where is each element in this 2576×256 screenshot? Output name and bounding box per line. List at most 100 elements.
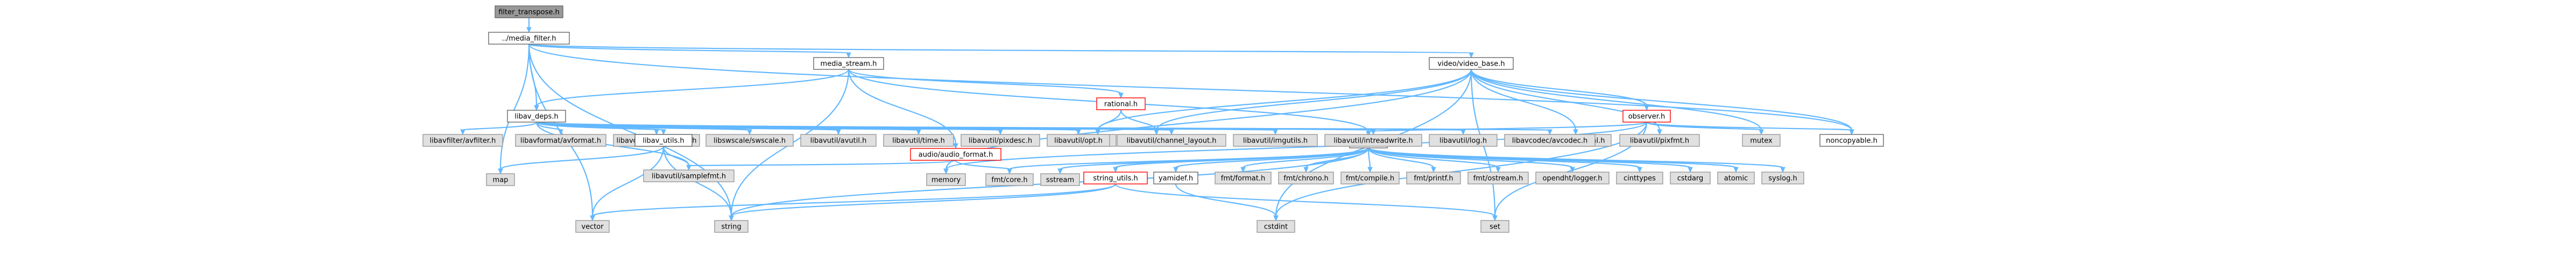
node-label: audio/audio_format.h — [919, 151, 993, 159]
node-label: libavutil/pixdesc.h — [969, 137, 1032, 145]
node-box — [1278, 172, 1334, 184]
node-libav-deps[interactable]: libav_deps.h — [507, 110, 566, 123]
node-box — [1670, 172, 1711, 184]
node-label: libavutil/log.h — [1439, 137, 1487, 145]
node-filter-transpose[interactable]: filter_transpose.h — [495, 5, 563, 18]
edge-video_base-to-mutex — [1470, 69, 1764, 136]
node-box — [1340, 172, 1400, 184]
node-intreadwrite: libavutil/intreadwrite.h — [1324, 134, 1422, 147]
node-noncopyable[interactable]: noncopyable.h — [1819, 134, 1884, 147]
node-label: libavcodec/avcodec.h — [1512, 137, 1588, 145]
edge-logger-to-cstdarg — [1367, 147, 1693, 173]
edge-logger-to-opendht_logger — [1367, 147, 1575, 173]
edge-observer-to-noncopyable — [1646, 121, 1854, 136]
edge-media_stream-to-libav_deps — [534, 69, 850, 111]
edge-logger-to-yamidef — [1173, 147, 1370, 173]
node-label: libswscale/swscale.h — [714, 137, 786, 145]
node-fmt-compile: fmt/compile.h — [1340, 172, 1400, 184]
node-box — [1233, 134, 1318, 147]
node-libav-utils[interactable]: libav_utils.h — [634, 134, 693, 147]
node-label: memory — [931, 176, 961, 184]
node-sstream: sstream — [1040, 173, 1080, 186]
node-box — [422, 134, 503, 147]
node-label: rational.h — [1104, 101, 1138, 109]
node-box — [1480, 220, 1509, 233]
node-cinttypes: cinttypes — [1616, 172, 1663, 184]
node-box — [926, 173, 966, 186]
node-video-base[interactable]: video/video_base.h — [1429, 57, 1514, 70]
node-avcodec: libavcodec/avcodec.h — [1504, 134, 1596, 147]
node-label: libavfilter/avfilter.h — [430, 137, 496, 145]
node-box — [1083, 172, 1148, 184]
edge-logger-to-fmt_ostream — [1367, 147, 1501, 173]
node-pixdesc: libavutil/pixdesc.h — [961, 134, 1040, 147]
edge-libav_utils-to-string — [662, 146, 734, 222]
edge-audio_format-to-samplefmt — [686, 159, 957, 171]
node-label: ../media_filter.h — [502, 35, 556, 43]
node-label: libavutil/time.h — [892, 137, 945, 145]
edge-logger-to-fmt_compile — [1367, 147, 1373, 173]
node-label: yamidef.h — [1159, 175, 1193, 183]
node-avfilter: libavfilter/avfilter.h — [422, 134, 503, 147]
node-box — [800, 134, 877, 147]
node-label: map — [493, 176, 509, 184]
edge-libav_deps-to-libav_utils — [535, 121, 666, 136]
node-box — [1622, 110, 1671, 123]
node-audio-format[interactable]: audio/audio_format.h — [910, 148, 1001, 161]
node-box — [507, 110, 566, 123]
edge-libav_utils-to-map — [498, 146, 665, 175]
node-cstdarg: cstdarg — [1670, 172, 1711, 184]
node-label: opendht/logger.h — [1542, 175, 1602, 183]
edge-string_utils-to-vector — [590, 183, 1117, 222]
edge-logger-to-atomic — [1367, 147, 1739, 173]
node-box — [1504, 134, 1596, 147]
node-label: libavutil/imgutils.h — [1243, 137, 1308, 145]
node-box — [488, 32, 570, 45]
node-box — [813, 57, 884, 70]
node-box — [634, 134, 693, 147]
node-media-stream[interactable]: media_stream.h — [813, 57, 884, 70]
edge-media_filter-to-map — [498, 44, 530, 175]
node-box — [961, 134, 1040, 147]
node-syslog: syslog.h — [1761, 172, 1804, 184]
node-channel-layout: libavutil/channel_layout.h — [1117, 134, 1226, 147]
node-label: set — [1490, 223, 1500, 231]
node-media-filter[interactable]: ../media_filter.h — [488, 32, 570, 45]
node-box — [1619, 134, 1700, 147]
node-box — [515, 134, 606, 147]
edge-yamidef-to-cstdint — [1175, 183, 1279, 222]
node-avformat: libavformat/avformat.h — [515, 134, 606, 147]
node-label: fmt/printf.h — [1414, 175, 1453, 183]
edge-media_stream-to-rational — [848, 68, 1124, 99]
edge-string_utils-to-string — [729, 183, 1117, 222]
node-string-utils[interactable]: string_utils.h — [1083, 172, 1148, 184]
node-label: libavutil/opt.h — [1054, 137, 1103, 145]
node-box — [1819, 134, 1884, 147]
node-label: filter_transpose.h — [498, 9, 560, 17]
node-box — [1742, 134, 1781, 147]
node-imgutils: libavutil/imgutils.h — [1233, 134, 1318, 147]
edge-observer-to-logger — [1366, 121, 1648, 137]
node-label: libavutil/channel_layout.h — [1127, 137, 1217, 145]
node-label: fmt/core.h — [991, 176, 1027, 184]
node-vector: vector — [575, 220, 610, 233]
edge-audio_format-to-fmt_core — [955, 160, 1012, 175]
node-box — [575, 220, 610, 233]
node-label: fmt/compile.h — [1346, 175, 1394, 183]
node-atomic: atomic — [1717, 172, 1755, 184]
edge-media_stream-to-audio_format — [848, 69, 958, 150]
node-label: video/video_base.h — [1437, 60, 1505, 68]
node-rational[interactable]: rational.h — [1096, 97, 1146, 110]
edge-libav_deps-to-avfilter — [460, 121, 538, 136]
node-observer[interactable]: observer.h — [1622, 110, 1671, 123]
node-label: media_stream.h — [821, 60, 877, 68]
node-label: observer.h — [1628, 113, 1665, 121]
node-box — [1761, 172, 1804, 184]
node-map: map — [486, 173, 515, 186]
edge-video_base-to-cmath — [1154, 69, 1472, 136]
node-box — [1324, 134, 1422, 147]
node-string: string — [714, 220, 749, 233]
node-label: string — [721, 223, 741, 231]
node-yamidef[interactable]: yamidef.h — [1153, 172, 1198, 184]
node-box — [486, 173, 515, 186]
